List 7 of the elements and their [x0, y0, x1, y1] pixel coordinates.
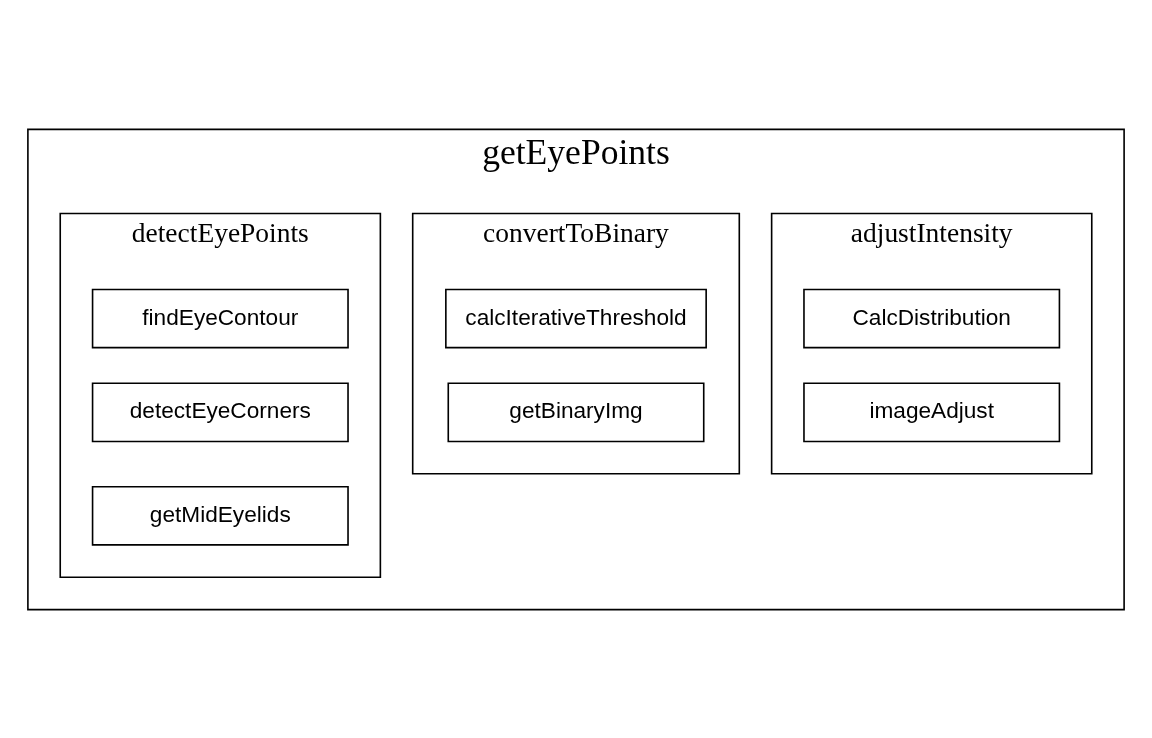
node-box: CalcDistribution — [803, 288, 1061, 348]
node-box: imageAdjust — [803, 381, 1061, 442]
node-box: detectEyeCorners — [91, 381, 349, 442]
node-box: calcIterativeThreshold — [445, 288, 707, 348]
node-box: getMidEyelids — [91, 485, 349, 546]
node-box: getBinaryImg — [447, 381, 705, 442]
node-box: findEyeContour — [91, 288, 349, 348]
